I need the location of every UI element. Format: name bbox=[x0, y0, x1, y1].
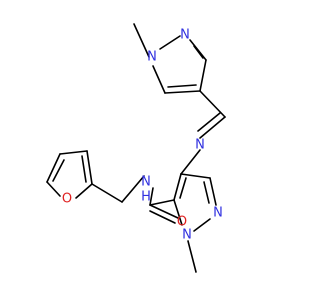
atom-n-amide: N bbox=[141, 175, 151, 190]
bond-n2-c3-top-double bbox=[193, 45, 204, 59]
bond-c5-c4-lower-double bbox=[179, 177, 187, 199]
bond-carbonyl-o bbox=[149, 204, 179, 219]
bond-n-imine-c4-lower bbox=[180, 149, 201, 175]
bond-n2-c3-top bbox=[189, 39, 207, 61]
bond-furan-c4-c5 bbox=[46, 153, 61, 183]
bond-n2-n1-lower bbox=[193, 218, 211, 232]
bond-ch2-furan bbox=[91, 183, 123, 203]
bond-n1-c5-lower bbox=[173, 199, 183, 226]
molecule-structure: N N N N H O O N N bbox=[46, 23, 226, 273]
atom-n-pyrazole-lower-2: N bbox=[213, 206, 223, 221]
bond-methyl-lower bbox=[187, 240, 197, 273]
bond-methyl-top bbox=[133, 23, 150, 58]
bond-ch-n-imine-double bbox=[197, 112, 221, 132]
bond-furan-c3-c4 bbox=[59, 150, 88, 155]
bond-c5-n1-top bbox=[152, 65, 166, 94]
bond-furan-o-c2 bbox=[75, 183, 93, 199]
bond-n1-n2-top bbox=[159, 35, 181, 50]
bond-c4-c5-top-double bbox=[167, 84, 197, 88]
molecule-canvas: N N N N H O O N N bbox=[46, 23, 226, 273]
bond-carbonyl-nh bbox=[149, 187, 154, 206]
atom-n-top-ring: N bbox=[180, 28, 190, 43]
bond-c4-c5-top bbox=[164, 90, 201, 94]
bond-furan-c4-c5-double bbox=[52, 159, 65, 182]
bond-ch-n-imine bbox=[199, 116, 226, 139]
bond-c4-c3-lower bbox=[180, 173, 211, 179]
bond-nh-ch2 bbox=[121, 175, 145, 203]
atom-n-pyrazole-lower-1: N bbox=[182, 228, 192, 243]
bonds bbox=[46, 23, 226, 273]
bond-c5-c4-lower bbox=[173, 173, 182, 201]
atom-h-amide: H bbox=[141, 190, 151, 205]
bond-furan-c5-o bbox=[46, 181, 61, 197]
bond-carbonyl-o-double bbox=[149, 210, 176, 224]
bond-furan-c2-c3 bbox=[86, 150, 93, 185]
bond-furan-c2-c3-double bbox=[81, 155, 87, 183]
atom-n-methyl-top: N bbox=[147, 50, 157, 65]
atom-o-carbonyl: O bbox=[177, 215, 187, 230]
atom-o-furan: O bbox=[62, 192, 72, 207]
bond-c3-c4-top bbox=[199, 59, 207, 92]
bond-c3-n2-lower bbox=[209, 177, 217, 206]
atom-labels: N N N N H O O N N bbox=[62, 28, 223, 243]
atom-n-imine: N bbox=[195, 138, 205, 153]
bond-c4-ch bbox=[199, 90, 226, 118]
bond-c3-n2-lower-double bbox=[203, 181, 210, 204]
bond-c5-carbonyl bbox=[149, 199, 175, 206]
